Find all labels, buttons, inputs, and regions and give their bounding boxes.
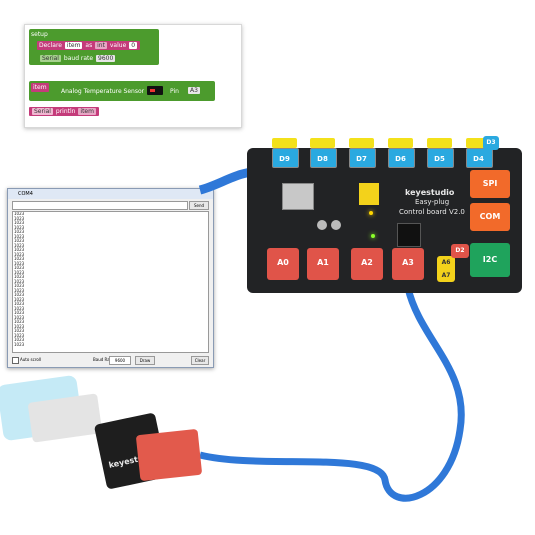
pin-dropdown[interactable]: A3: [188, 87, 200, 94]
serial-line: 1023: [14, 319, 25, 324]
serial-line: 1023: [14, 292, 25, 297]
autoscroll-checkbox[interactable]: [12, 357, 19, 364]
autoscroll-label: Auto scroll: [20, 357, 42, 362]
serial-line: 1023: [14, 211, 25, 216]
serial-line: 1023: [14, 341, 25, 347]
port-d8[interactable]: D8: [307, 138, 338, 168]
status-led-yellow: [369, 211, 373, 215]
serial-line: 1023: [14, 274, 25, 279]
send-button[interactable]: Send: [189, 201, 209, 210]
serial-title: COM4: [18, 191, 33, 197]
draw-button[interactable]: Draw: [135, 356, 155, 365]
println-label: println: [55, 108, 76, 115]
serial-line: 1023: [14, 328, 25, 333]
item-assign[interactable]: item: [31, 83, 49, 92]
sensor-label: Analog Temperature Sensor: [61, 88, 145, 95]
serial-dropdown[interactable]: Serial: [40, 55, 61, 62]
port-d5[interactable]: D5: [424, 138, 455, 168]
declare-label: Declare: [39, 42, 62, 49]
serial-line: 1023: [14, 242, 25, 248]
port-a2[interactable]: A2: [351, 248, 383, 280]
serial-line: 1023: [14, 287, 25, 293]
sensor-icon: [147, 86, 163, 95]
as-label: as: [85, 42, 93, 49]
port-d7[interactable]: D7: [346, 138, 377, 168]
value-label: value: [109, 42, 127, 49]
serial-line: 1023: [14, 310, 25, 315]
serial-line: 1023: [14, 323, 25, 329]
port-d3[interactable]: D3: [483, 136, 499, 150]
port-a1[interactable]: A1: [307, 248, 339, 280]
serial-line: 1023: [14, 247, 25, 252]
var-name-field[interactable]: item: [64, 42, 83, 49]
serial-input[interactable]: [12, 201, 188, 210]
clear-button[interactable]: Clear: [191, 356, 209, 365]
capacitor-2: [331, 220, 341, 230]
port-a6-a7[interactable]: A6 A7: [437, 256, 455, 282]
board-name: Easy-plug: [415, 198, 450, 206]
serial-line: 1023: [14, 283, 25, 288]
serial-line: 1023: [14, 229, 25, 234]
serial-line: 1023: [14, 337, 25, 342]
setup-label: setup: [31, 31, 48, 38]
baud-rate-label: Baud Rate: [93, 357, 114, 362]
usb-socket: [282, 183, 314, 210]
capacitor-1: [317, 220, 327, 230]
port-spi[interactable]: SPI: [470, 170, 510, 198]
serial-line: 1023: [14, 260, 25, 266]
baud-rate-select[interactable]: 9600: [109, 356, 131, 365]
serial-line: 1023: [14, 256, 25, 261]
serial-line: 1023: [14, 238, 25, 243]
port-a3[interactable]: A3: [392, 248, 424, 280]
serial2-dropdown[interactable]: Serial: [32, 108, 53, 115]
port-d2[interactable]: D2: [451, 244, 469, 258]
serial-line: 1023: [14, 269, 25, 275]
serial-bottom-bar: Auto scroll Baud Rate 9600 Draw Clear: [12, 355, 209, 365]
baud-dropdown[interactable]: 9600: [96, 55, 116, 62]
baud-label: baud rate: [63, 55, 94, 62]
serial-line: 1023: [14, 278, 25, 284]
assign-block[interactable]: [29, 81, 215, 101]
serial-line: 1023: [14, 251, 25, 257]
println-block[interactable]: Serial println item: [29, 107, 99, 116]
serial-line: 1023: [14, 220, 25, 225]
serial-line: 1023: [14, 314, 25, 320]
serial-baud-block[interactable]: Serial baud rate 9600: [37, 54, 119, 63]
yellow-jumper: [359, 183, 379, 205]
port-d9[interactable]: D9: [269, 138, 300, 168]
port-com[interactable]: COM: [470, 203, 510, 231]
serial-line: 1023: [14, 265, 25, 270]
type-dropdown[interactable]: int: [95, 42, 107, 49]
port-d6[interactable]: D6: [385, 138, 416, 168]
serial-line: 1023: [14, 224, 25, 230]
serial-title-bar: COM4: [8, 189, 213, 199]
serial-line: 1023: [14, 332, 25, 338]
board-model: Control board V2.0: [399, 208, 465, 216]
port-a0[interactable]: A0: [267, 248, 299, 280]
control-board: D9 D8 D7 D6 D5 D4 D3 keyestudio Easy-plu…: [247, 136, 522, 293]
status-led-green: [371, 234, 375, 238]
item-print[interactable]: item: [78, 108, 96, 115]
serial-line: 1023: [14, 233, 25, 239]
declare-block[interactable]: Declare item as int value 0: [37, 41, 141, 50]
board-brand: keyestudio: [405, 188, 455, 197]
serial-line: 1023: [14, 301, 25, 306]
serial-line: 1023: [14, 305, 25, 311]
block-code-panel: setup Declare item as int value 0 Serial…: [24, 24, 242, 128]
serial-line: 1023: [14, 296, 25, 302]
value-field[interactable]: 0: [129, 42, 138, 49]
mcu-chip: [397, 223, 421, 247]
serial-line: 1023: [14, 215, 25, 221]
pin-label: Pin: [170, 88, 179, 95]
module-connector: [135, 428, 203, 482]
port-d4[interactable]: D4: [463, 138, 494, 168]
port-i2c[interactable]: I2C: [470, 243, 510, 277]
